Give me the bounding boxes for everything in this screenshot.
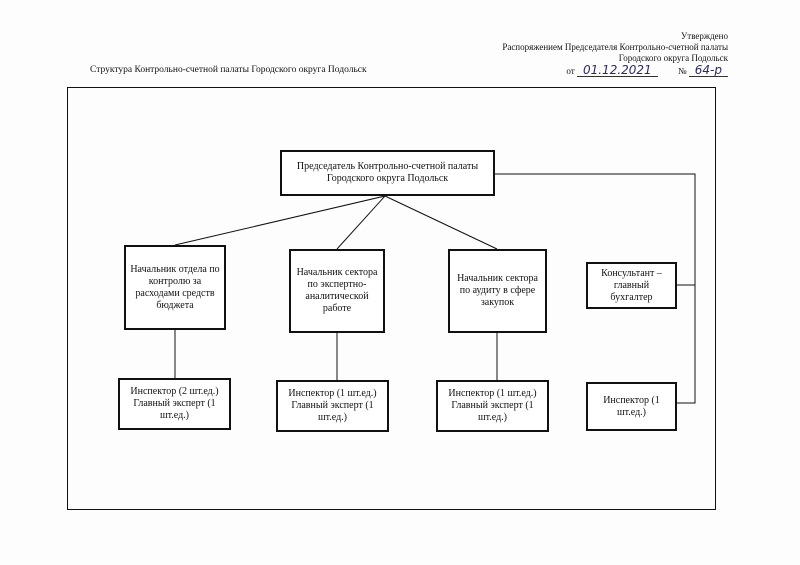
head-control-box: Начальник отдела по контролю за расходам…	[124, 245, 226, 330]
inspector-label-2: Инспектор (1 шт.ед.) Главный эксперт (1 …	[288, 388, 377, 423]
connector-chairman-head-2	[336, 195, 386, 250]
approval-stamp: Утверждено Распоряжением Председателя Ко…	[502, 31, 728, 77]
chairman-box: Председатель Контрольно-счетной палаты Г…	[280, 150, 495, 196]
org-chart-frame	[67, 87, 716, 510]
connector-chairman-right-branch	[495, 173, 696, 404]
inspector-box-2: Инспектор (1 шт.ед.) Главный эксперт (1 …	[276, 380, 389, 432]
inspector-box-1: Инспектор (2 шт.ед.) Главный эксперт (1 …	[118, 378, 231, 430]
approval-line-approved: Утверждено	[680, 31, 728, 41]
document-title: Структура Контрольно-счетной палаты Горо…	[90, 65, 367, 75]
date-prefix: от	[566, 66, 575, 76]
head-audit-box: Начальник сектора по аудиту в сфере заку…	[448, 249, 547, 333]
inspector-box-3: Инспектор (1 шт.ед.) Главный эксперт (1 …	[436, 380, 549, 432]
chairman-label: Председатель Контрольно-счетной палаты Г…	[296, 161, 479, 184]
handwritten-number: 64-р	[688, 64, 728, 77]
consultant-label: Консультант – главный бухгалтер	[601, 267, 662, 303]
number-prefix: №	[677, 66, 687, 76]
inspector-label-3: Инспектор (1 шт.ед.) Главный эксперт (1 …	[448, 388, 537, 423]
inspector-box-4: Инспектор (1 шт.ед.)	[586, 382, 677, 431]
head-control-label: Начальник отдела по контролю за расходам…	[130, 263, 220, 311]
approval-line-district: Городского округа Подольск	[618, 53, 728, 63]
inspector-label-1: Инспектор (2 шт.ед.) Главный эксперт (1 …	[130, 386, 219, 421]
approval-date-number: от 01.12.2021 № 64-р	[502, 64, 728, 77]
connector-chairman-head-3	[384, 195, 498, 250]
connector-chairman-head-1	[174, 195, 386, 246]
consultant-box: Консультант – главный бухгалтер	[586, 262, 677, 309]
inspector-label-4: Инспектор (1 шт.ед.)	[603, 394, 660, 418]
head-expert-label: Начальник сектора по экспертно-аналитиче…	[296, 267, 378, 314]
handwritten-date: 01.12.2021	[576, 64, 658, 77]
head-audit-label: Начальник сектора по аудиту в сфере заку…	[457, 273, 538, 308]
approval-line-order: Распоряжением Председателя Контрольно-сч…	[502, 42, 728, 52]
head-expert-box: Начальник сектора по экспертно-аналитиче…	[289, 249, 385, 333]
